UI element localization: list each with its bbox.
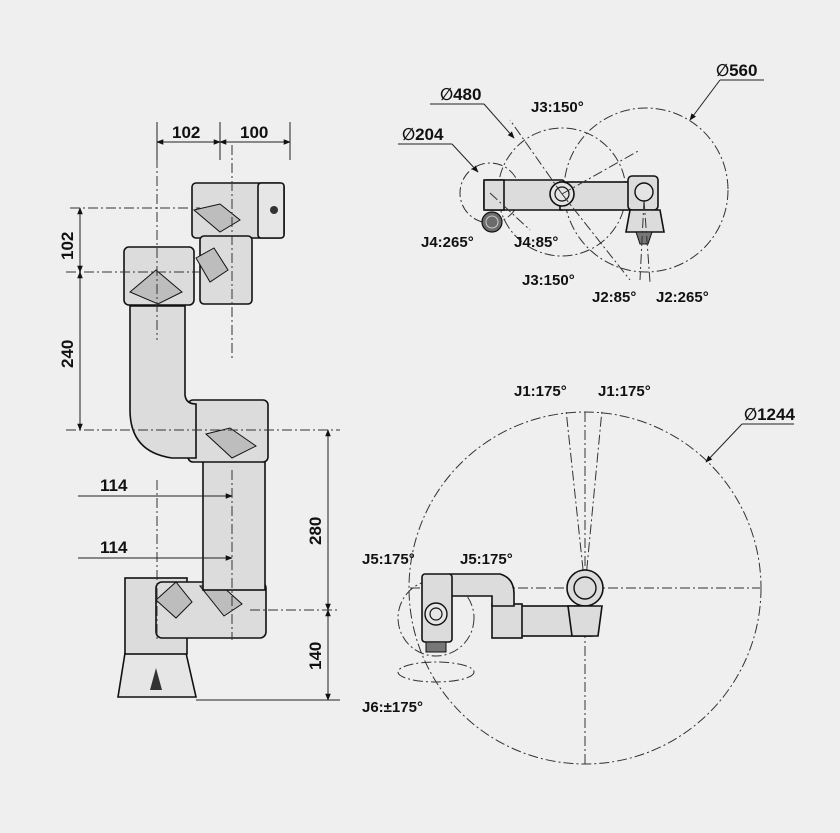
j6-label: J6:±175°: [362, 699, 423, 716]
dim-horiz-upper: 114: [100, 476, 128, 495]
dim-top-right: 100: [240, 123, 268, 142]
top-view: ∅560 ∅480 ∅204 J3:150° J4:265° J4:85° J3…: [398, 61, 764, 306]
side-view: 102 100 102 240 280 140 114 114: [58, 122, 340, 701]
j3-bottom-label: J3:150°: [522, 272, 575, 289]
dia-1244: ∅1244: [744, 405, 795, 424]
dia-204: ∅204: [402, 125, 444, 144]
j4-left-label: J4:265°: [421, 234, 474, 251]
base-view: ∅1244 J1:175° J1:175° J5:175° J5:175° J6…: [362, 383, 795, 765]
dim-top-left: 102: [172, 123, 200, 142]
j3-top-label: J3:150°: [531, 99, 584, 116]
dim-vert-240: 240: [58, 340, 77, 368]
j1-left-label: J1:175°: [514, 383, 567, 400]
j1-right-label: J1:175°: [598, 383, 651, 400]
j2-left-label: J2:85°: [592, 289, 636, 306]
dia-560: ∅560: [716, 61, 757, 80]
dia-480: ∅480: [440, 85, 481, 104]
j5-left-label: J5:175°: [362, 551, 415, 568]
dim-vert-top: 102: [58, 232, 77, 260]
j2-right-label: J2:265°: [656, 289, 709, 306]
dim-horiz-lower: 114: [100, 538, 128, 557]
dim-vert-140: 140: [306, 642, 325, 670]
j5-right-label: J5:175°: [460, 551, 513, 568]
j4-right-label: J4:85°: [514, 234, 558, 251]
dim-vert-280: 280: [306, 517, 325, 545]
